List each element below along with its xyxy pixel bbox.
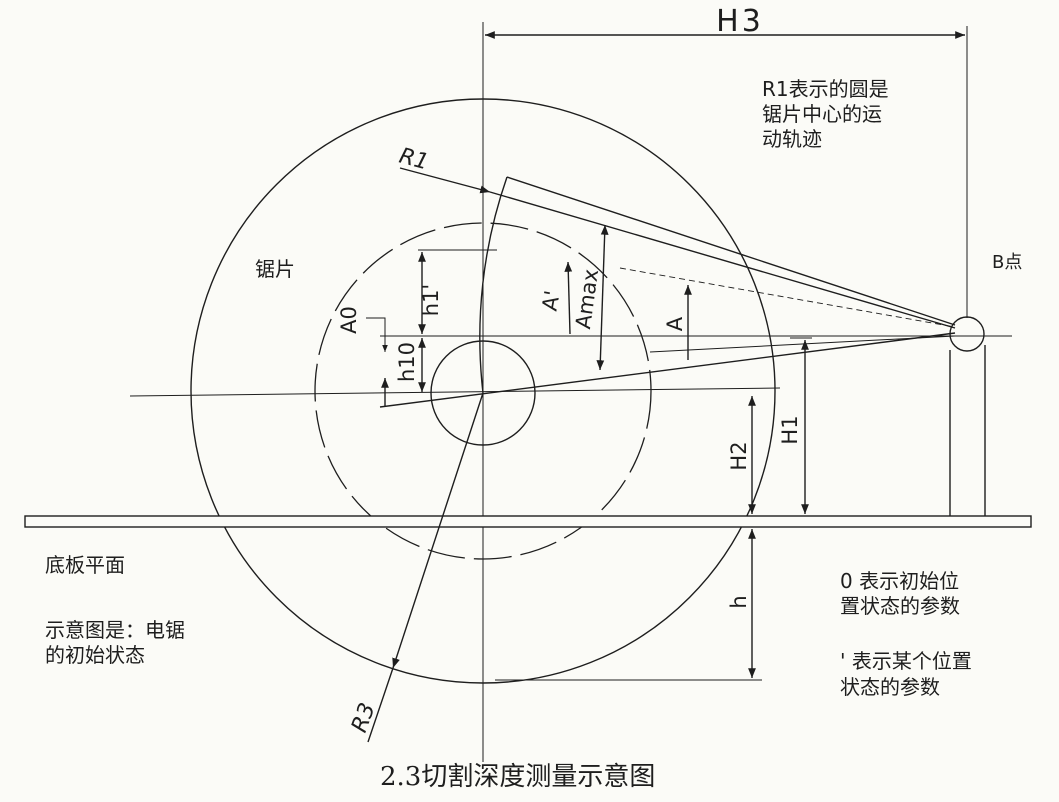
h1p-label: h1' xyxy=(419,284,443,316)
h2-label: H2 xyxy=(727,441,751,470)
blade-hub-circle xyxy=(430,340,536,446)
zero-note-line-1: 0 表示初始位 xyxy=(840,569,959,593)
r3-radius-line xyxy=(392,392,484,669)
base-plate xyxy=(24,515,1032,528)
prime-note-line-1: ' 表示某个位置 xyxy=(840,649,972,673)
prime-note-line-2: 状态的参数 xyxy=(840,675,940,699)
a0-leader-line xyxy=(366,317,388,352)
h10-label: h10 xyxy=(395,342,419,382)
r1-note-line-3: 动轨迹 xyxy=(762,127,822,151)
base-plane-label: 底板平面 xyxy=(45,553,125,577)
a-prime-label: A' xyxy=(538,289,565,313)
r1-note-line-1: R1表示的圆是 xyxy=(762,77,889,101)
arm-top-edge xyxy=(506,176,956,326)
initial-state-note-line-1: 示意图是：电锯 xyxy=(45,618,185,642)
h3-label: H3 xyxy=(716,4,764,39)
a-label: A xyxy=(663,316,687,331)
r1-note-line-2: 锯片中心的运 xyxy=(762,102,882,126)
a-prime-dimension-line xyxy=(564,261,573,335)
r1-trajectory-arc xyxy=(479,176,508,394)
r3-radius-line-extension xyxy=(367,667,394,743)
h-label: h xyxy=(727,595,751,608)
pivot-b-label: B点 xyxy=(992,252,1022,273)
saw-blade-outer-circle xyxy=(190,98,776,684)
figure-caption: 2.3切割深度测量示意图 xyxy=(380,762,655,792)
blade-center-horizontal-line xyxy=(129,387,781,397)
arm-guide-dashed-line xyxy=(619,267,956,328)
blade-label: 锯片 xyxy=(255,257,295,281)
zero-note-line-2: 置状态的参数 xyxy=(840,594,960,618)
h1-label: H1 xyxy=(778,415,802,444)
r1-radius-line-extension xyxy=(489,191,956,329)
r1-radius-line xyxy=(399,167,491,194)
a0-label: A0 xyxy=(337,306,361,334)
arm-bottom-edge xyxy=(379,332,956,408)
initial-state-note-line-2: 的初始状态 xyxy=(45,643,145,667)
cutting-depth-dashed-circle xyxy=(314,222,652,560)
amax-dimension-line xyxy=(596,224,609,371)
